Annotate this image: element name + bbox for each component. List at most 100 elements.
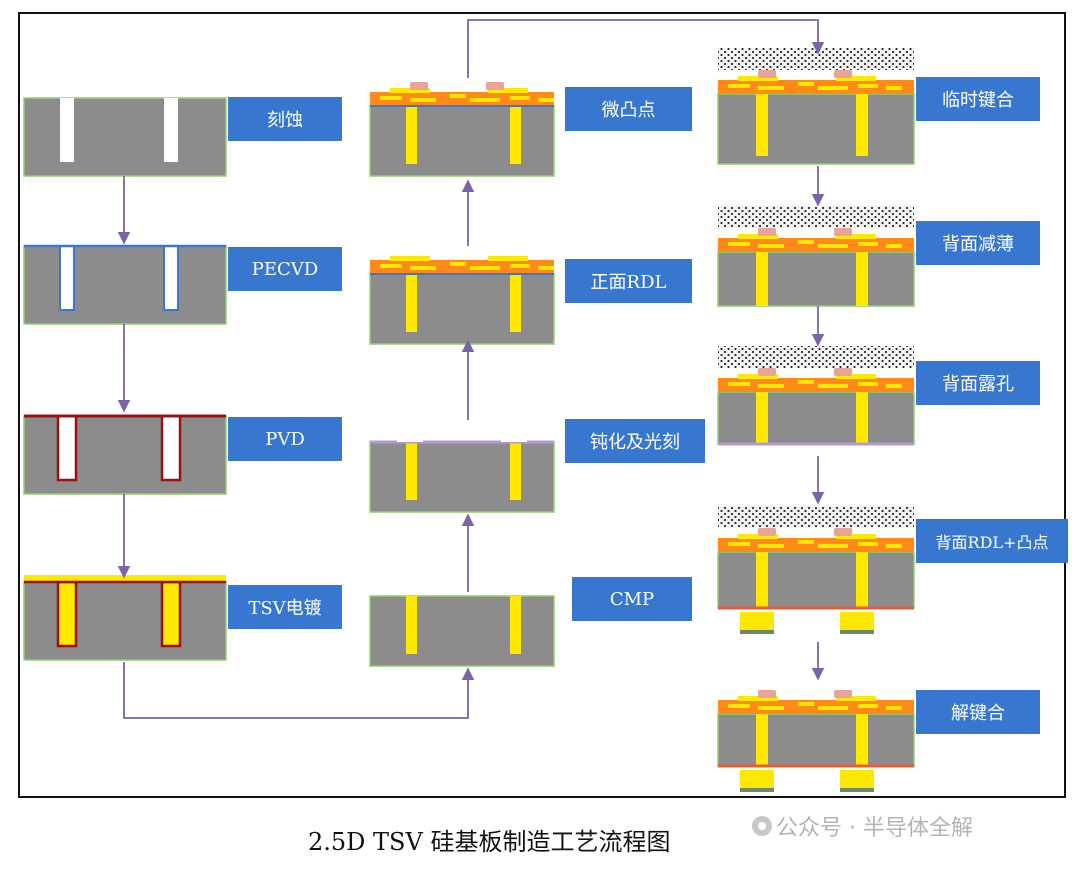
tsv-via [510,596,521,654]
wafer-tsv-plating [23,575,227,661]
tsv-trench [60,98,74,162]
micro-bump [758,70,776,78]
label-front-rdl: 正面RDL [565,259,692,303]
rdl-trace [798,380,814,384]
arrow-plating-to-cmp [123,662,475,719]
bump-base [740,788,774,792]
rdl-trace [886,384,902,388]
rdl-dielectric [718,538,914,552]
silicon-wafer [23,97,227,177]
rdl-trace [818,244,848,248]
litho-opening [397,435,423,442]
micro-bump [758,690,776,698]
rdl-pad [836,696,876,701]
tsv-via [406,106,417,164]
rdl-trace [538,98,554,102]
rdl-trace [758,244,784,248]
silicon-wafer [717,251,915,307]
tsv-via [756,714,768,766]
label-passivation-litho: 钝化及光刻 [565,419,705,463]
tsv-via [756,252,768,306]
tsv-via [856,94,868,156]
micro-bump [758,528,776,536]
wafer-debonding [717,690,915,792]
tsv-trench-barrier [56,414,78,482]
bump-base [840,630,874,634]
label-pecvd: PECVD [228,247,342,291]
rdl-trace [818,706,848,710]
process-flow-diagram [23,19,915,792]
rdl-pad [836,534,876,539]
rdl-trace [886,544,902,548]
label-backside-via-reveal: 背面露孔 [916,361,1040,405]
tsv-via [856,714,868,766]
tsv-trench [164,98,178,162]
rdl-trace [510,264,530,268]
label-microbump: 微凸点 [565,87,692,131]
rdl-pad [488,256,528,261]
silicon-wafer [23,581,227,661]
silicon-wafer [369,595,555,667]
tsv-copper-fill [160,580,182,648]
carrier-wafer [718,346,914,368]
rdl-trace [538,266,554,270]
backside-bump [740,612,774,630]
silicon-wafer [369,441,555,513]
litho-opening [501,435,527,442]
rdl-trace [818,544,848,548]
rdl-trace [410,98,436,102]
tsv-via [510,442,521,500]
label-temporary-bonding: 临时键合 [916,77,1040,121]
rdl-trace [510,96,530,100]
rdl-trace [728,542,750,546]
rdl-trace [450,94,466,98]
rdl-pad [390,88,430,93]
carrier-wafer [718,506,914,528]
micro-bump [410,82,428,90]
tsv-copper-fill [56,580,78,648]
backside-bump [840,612,874,630]
wafer-temporary-bonding [717,48,915,165]
silicon-wafer [369,105,555,177]
silicon-wafer [717,713,915,767]
backside-bump [740,770,774,788]
rdl-trace [886,706,902,710]
carrier-wafer [718,48,914,70]
rdl-pad [488,88,528,93]
tsv-via [406,274,417,332]
tsv-via [856,552,868,608]
rdl-dielectric [718,238,914,252]
tsv-via [406,442,417,500]
bump-base [840,788,874,792]
label-pvd: PVD [228,417,342,461]
silicon-wafer [717,391,915,445]
wafer-microbump [369,82,555,177]
tsv-via [856,392,868,444]
label-backside-rdl-bump: 背面RDL+凸点 [916,519,1068,563]
wafer-pvd [23,414,227,495]
tsv-via [510,274,521,332]
tsv-via [406,596,417,654]
rdl-trace [886,86,902,90]
micro-bump [834,690,852,698]
rdl-pad [738,696,778,701]
tsv-via [756,392,768,444]
rdl-pad [836,234,876,239]
rdl-trace [858,704,878,708]
tsv-via [756,94,768,156]
micro-bump [486,82,504,90]
label-etch: 刻蚀 [228,97,342,141]
wafer-pecvd [23,244,227,325]
silicon-wafer [717,551,915,609]
rdl-trace [728,382,750,386]
tsv-via [756,552,768,608]
rdl-trace [858,84,878,88]
tsv-via [856,252,868,306]
rdl-trace [758,706,784,710]
rdl-trace [818,384,848,388]
rdl-dielectric [370,260,554,274]
wafer-backside-thinning [717,206,915,307]
rdl-pad [390,256,430,261]
tsv-via [510,106,521,164]
rdl-trace [470,266,500,270]
